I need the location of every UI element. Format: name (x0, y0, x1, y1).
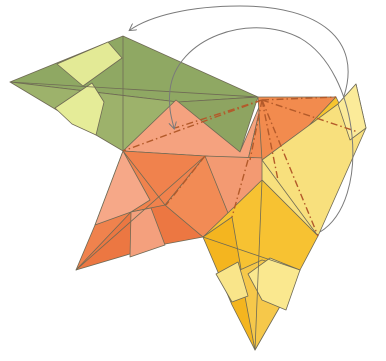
green-flap (10, 36, 258, 152)
